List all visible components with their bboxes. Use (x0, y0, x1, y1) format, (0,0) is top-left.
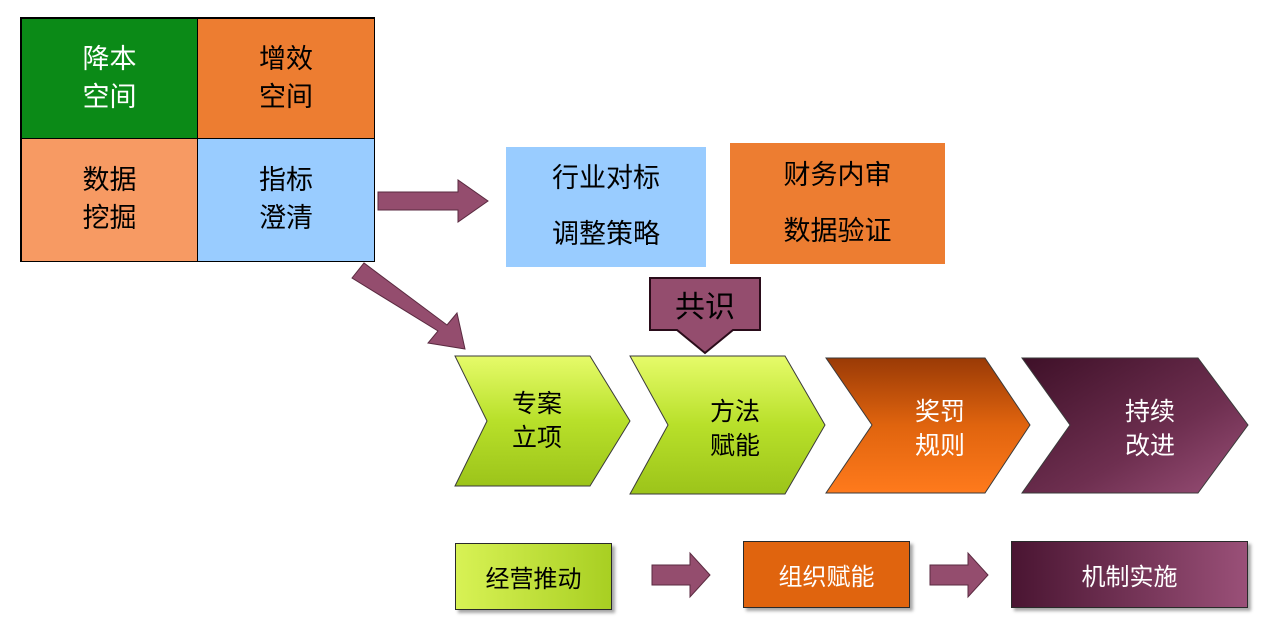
arrow-right-1 (377, 179, 489, 223)
finance-line-1: 财务内审 (783, 159, 892, 191)
quadrant-efficiency: 增效 空间 (197, 18, 375, 139)
business-drive-box: 经营推动 (455, 543, 612, 610)
industry-line-2: 调整策略 (552, 219, 660, 250)
arrow-bottom-2 (929, 551, 989, 599)
arrow-bottom-1 (651, 551, 711, 599)
org-enable-box: 组织赋能 (743, 541, 910, 608)
quadrant-data-mining: 数据 挖掘 (21, 138, 198, 262)
industry-benchmark-box: 行业对标 调整策略 (506, 147, 706, 267)
finance-audit-box: 财务内审 数据验证 (730, 143, 945, 264)
quadrant-metric-clarify: 指标 澄清 (197, 138, 375, 262)
chevron-improve-label: 持续 改进 (1124, 397, 1175, 460)
industry-line-1: 行业对标 (552, 163, 660, 194)
finance-line-2: 数据验证 (783, 215, 892, 247)
mechanism-box: 机制实施 (1011, 541, 1248, 608)
chevron-project (454, 355, 631, 487)
consensus-arrow (649, 277, 761, 355)
chevron-improve (1021, 357, 1249, 494)
arrow-diagonal (351, 262, 466, 350)
chevron-reward-label: 奖罚 规则 (914, 397, 965, 460)
chevron-method-label: 方法 赋能 (709, 397, 760, 460)
chevron-reward (825, 357, 1031, 494)
consensus-label: 共识 (675, 290, 735, 325)
quadrant-grid: 降本 空间 增效 空间 数据 挖掘 指标 澄清 (20, 17, 375, 262)
chevron-project-label: 专案 立项 (511, 389, 562, 452)
chevron-method (629, 355, 826, 495)
